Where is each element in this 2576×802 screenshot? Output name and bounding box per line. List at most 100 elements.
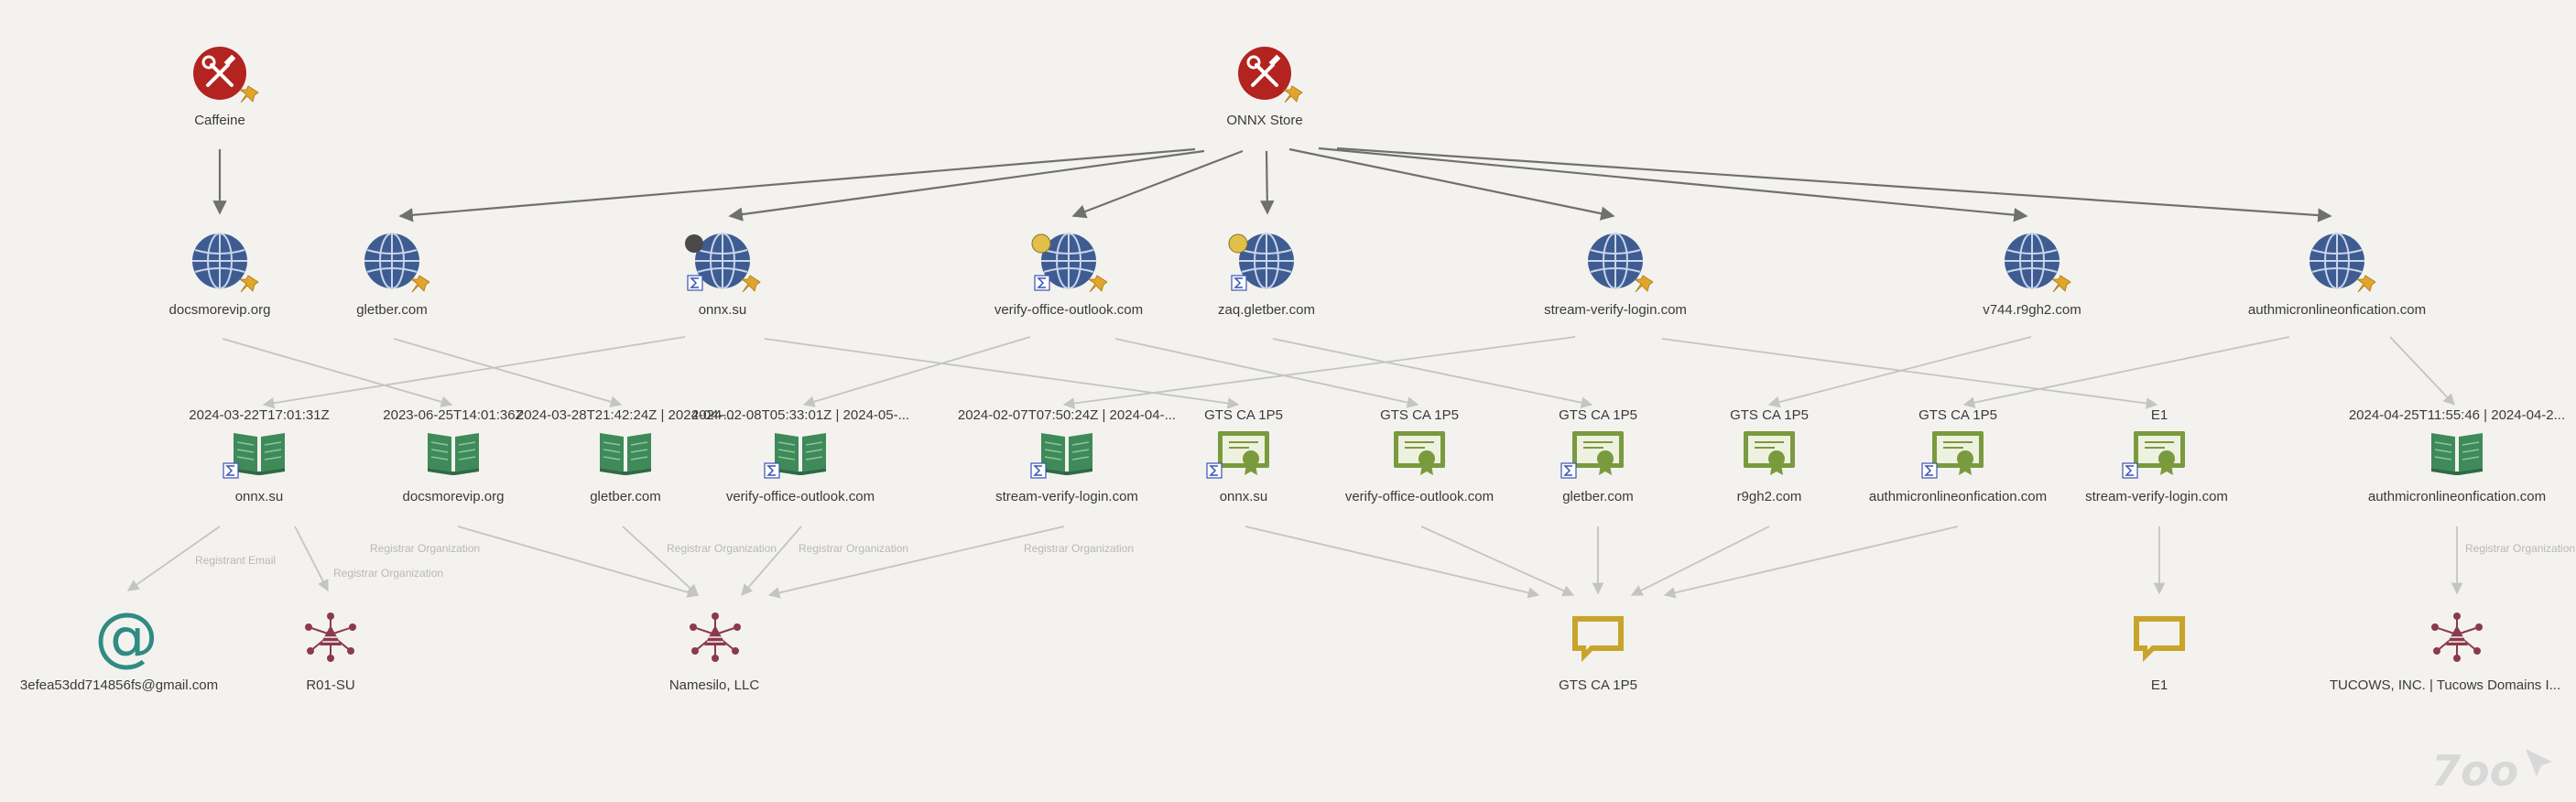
node-domain-gletber[interactable]: gletber.com [356,233,430,318]
svg-text:Namesilo, LLC: Namesilo, LLC [669,677,760,693]
status-dot [1228,233,1248,254]
svg-text:verify-office-outlook.com: verify-office-outlook.com [726,489,875,504]
pin-icon [410,275,430,293]
node-whois-gletber[interactable]: 2024-03-28T21:42:24Z | 2024-04-... gletb… [516,407,734,504]
node-cert-verify-office[interactable]: GTS CA 1P5 verify-office-outlook.com [1345,407,1494,504]
certificate-icon [1743,430,1796,476]
svg-text:onnx.su: onnx.su [235,489,284,504]
svg-text:2023-06-25T14:01:36Z: 2023-06-25T14:01:36Z [383,407,523,423]
node-domain-verify-office[interactable]: verify-office-outlook.com [995,233,1143,318]
svg-text:verify-office-outlook.com: verify-office-outlook.com [995,302,1143,318]
malware-edges [212,146,2332,222]
registrar-icon [2430,612,2484,663]
sigma-icon [223,462,239,479]
node-cert-r9gh2[interactable]: GTS CA 1P5 r9gh2.com [1730,407,1809,504]
svg-text:r9gh2.com: r9gh2.com [1737,489,1802,504]
globe-icon [191,233,248,289]
svg-text:E1: E1 [2151,407,2168,423]
certificate-icon [1217,430,1270,476]
node-whois-verify-office[interactable]: 2024-02-08T05:33:01Z | 2024-05-... verif… [691,407,909,504]
pin-icon [239,275,259,293]
node-whois-onnx[interactable]: 2024-03-22T17:01:31Z onnx.su [189,407,329,504]
svg-text:2024-04-25T11:55:46 | 2024-04-: 2024-04-25T11:55:46 | 2024-04-2... [2349,407,2565,423]
node-issuer-e1[interactable]: E1 [2134,616,2185,693]
node-domain-onnx[interactable]: onnx.su [685,233,761,318]
svg-text:onnx.su: onnx.su [699,302,747,318]
svg-text:E1: E1 [2151,677,2168,693]
book-icon [774,432,827,476]
certificate-icon [2133,430,2186,476]
pin-icon [1634,275,1654,293]
tools-icon [191,45,248,102]
svg-text:GTS CA 1P5: GTS CA 1P5 [1559,407,1637,423]
node-domain-v744-r9gh2[interactable]: v744.r9gh2.com [1983,233,2081,318]
svg-text:stream-verify-login.com: stream-verify-login.com [995,489,1138,504]
sigma-icon [1206,462,1223,479]
svg-text:zaq.gletber.com: zaq.gletber.com [1218,302,1315,318]
svg-text:authmicronlineonfication.com: authmicronlineonfication.com [2248,302,2426,318]
node-domain-stream-verify[interactable]: stream-verify-login.com [1544,233,1687,318]
svg-text:stream-verify-login.com: stream-verify-login.com [2085,489,2228,504]
sigma-icon [1030,462,1047,479]
svg-text:ONNX Store: ONNX Store [1226,113,1302,128]
book-icon [1040,432,1093,476]
sigma-icon [687,275,703,291]
speech-bubble-icon [1572,616,1624,662]
node-domain-zaq-gletber[interactable]: zaq.gletber.com [1218,233,1315,318]
sigma-icon [1921,462,1938,479]
pin-icon [1283,85,1303,103]
svg-text:authmicronlineonfication.com: authmicronlineonfication.com [2368,489,2546,504]
node-cert-stream-verify[interactable]: E1 stream-verify-login.com [2085,407,2228,504]
svg-text:GTS CA 1P5: GTS CA 1P5 [1559,677,1637,693]
sigma-icon [2122,462,2138,479]
svg-text:stream-verify-login.com: stream-verify-login.com [1544,302,1687,318]
node-registrar-tucows[interactable]: TUCOWS, INC. | Tucows Domains I... [2330,612,2560,693]
pin-icon [741,275,761,293]
svg-text:gletber.com: gletber.com [356,302,428,318]
node-cert-onnx[interactable]: GTS CA 1P5 onnx.su [1204,407,1283,504]
node-onnx-store[interactable]: ONNX Store [1226,45,1303,128]
sigma-icon [1034,275,1050,291]
svg-text:verify-office-outlook.com: verify-office-outlook.com [1345,489,1494,504]
watermark-cursor-icon [2526,749,2552,776]
svg-text:gletber.com: gletber.com [1562,489,1634,504]
pin-icon [2051,275,2071,293]
svg-text:gletber.com: gletber.com [590,489,661,504]
book-icon [233,432,286,476]
node-whois-authmicron[interactable]: 2024-04-25T11:55:46 | 2024-04-2... authm… [2349,407,2565,504]
node-domain-authmicron[interactable]: authmicronlineonfication.com [2248,233,2426,318]
svg-text:authmicronlineonfication.com: authmicronlineonfication.com [1869,489,2047,504]
globe-icon [1587,233,1644,289]
svg-text:GTS CA 1P5: GTS CA 1P5 [1730,407,1809,423]
edge-label-registrar-org: Registrar Organization [799,542,908,555]
node-email[interactable]: 3efea53dd714856fs@gmail.com [20,599,218,693]
sigma-icon [764,462,780,479]
node-cert-authmicron[interactable]: GTS CA 1P5 authmicronlineonfication.com [1869,407,2047,504]
svg-text:docsmorevip.org: docsmorevip.org [169,302,271,318]
pin-icon [239,85,259,103]
node-whois-docsmorevip[interactable]: 2023-06-25T14:01:36Z docsmorevip.org [383,407,523,504]
edge-label-registrar-org: Registrar Organization [333,567,443,580]
node-issuer-gts[interactable]: GTS CA 1P5 [1559,616,1637,693]
node-registrar-namesilo[interactable]: Namesilo, LLC [669,612,760,693]
edge-labels: Registrant Email Registrar Organization … [195,542,2575,580]
registrar-icon [689,612,742,663]
svg-text:onnx.su: onnx.su [1220,489,1268,504]
node-whois-stream-verify[interactable]: 2024-02-07T07:50:24Z | 2024-04-... strea… [958,407,1176,504]
tools-icon [1236,45,1293,102]
svg-text:R01-SU: R01-SU [306,677,354,693]
node-registrar-r01[interactable]: R01-SU [304,612,357,693]
node-cert-gletber[interactable]: GTS CA 1P5 gletber.com [1559,407,1637,504]
registrar-icon [304,612,357,663]
svg-text:GTS CA 1P5: GTS CA 1P5 [1918,407,1997,423]
sigma-icon [1560,462,1577,479]
pin-icon [2356,275,2376,293]
pin-icon [1088,275,1108,293]
globe-icon [364,233,420,289]
node-caffeine[interactable]: Caffeine [191,45,259,128]
node-domain-docsmorevip[interactable]: docsmorevip.org [169,233,271,318]
svg-text:TUCOWS, INC. | Tucows Domains: TUCOWS, INC. | Tucows Domains I... [2330,677,2560,693]
certificate-icon [1571,430,1625,476]
globe-icon [2004,233,2060,289]
